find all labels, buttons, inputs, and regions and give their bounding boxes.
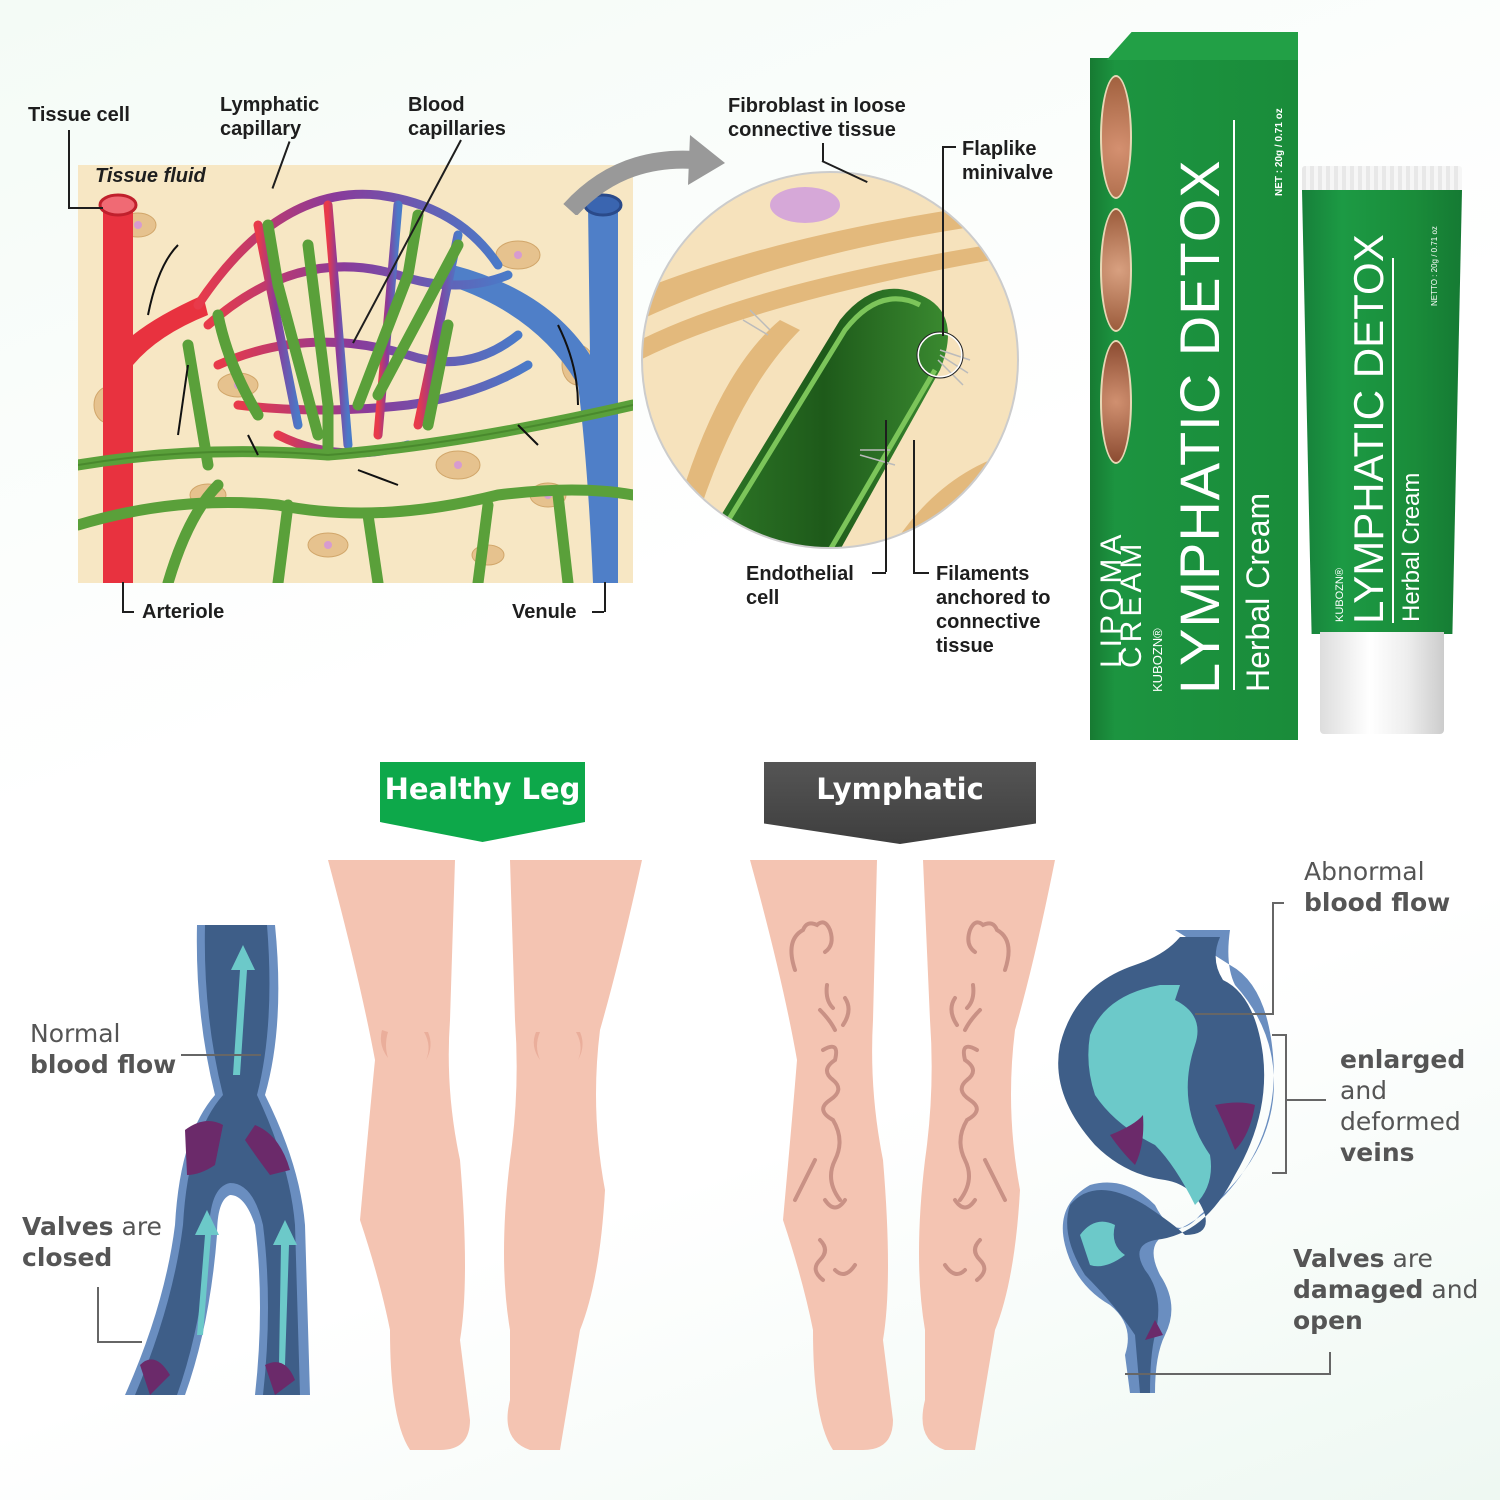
label-and-right: and: [1423, 1275, 1479, 1304]
label-filaments-1: Filaments: [936, 563, 1030, 585]
label-endothelial-2: cell: [746, 587, 780, 609]
label-fibroblast-2: connective tissue: [728, 119, 896, 141]
venule-leader-h: [592, 611, 604, 613]
label-valves-closed-2: closed: [22, 1243, 113, 1272]
label-blood-capillaries-2: capillaries: [408, 118, 506, 140]
tube-crimp: [1302, 166, 1462, 192]
tube-subtitle: Herbal Cream: [1398, 472, 1425, 622]
label-veins: veins: [1340, 1138, 1415, 1167]
normal-vein-illustration: [125, 925, 310, 1395]
lipoma-photo-3: [1100, 340, 1132, 464]
enlarged-bracket-top: [1272, 1034, 1286, 1036]
label-filaments-3: connective: [936, 611, 1041, 633]
label-are: are: [113, 1212, 162, 1241]
abnormal-leader-v: [1272, 902, 1274, 1014]
tissue-cell-leader: [68, 130, 70, 208]
flaplike-leader-h: [942, 146, 956, 148]
label-tissue-cell: Tissue cell: [28, 104, 130, 126]
lymphatic-banner: Lymphatic: [764, 762, 1036, 844]
label-valves-damaged-1: Valves are: [1293, 1243, 1433, 1274]
label-filaments-2: anchored to: [936, 587, 1051, 609]
filaments-leader-h: [913, 572, 929, 574]
product-box-top: [1106, 32, 1298, 60]
label-valves-closed-1: Valves are: [22, 1211, 162, 1242]
magnify-arrow-icon: [563, 135, 725, 215]
filaments-leader: [913, 440, 915, 573]
arteriole-leader: [122, 582, 124, 612]
tissue-cell-leader-h: [68, 207, 103, 209]
tube-net-weight: NETTO : 20g / 0.71 oz: [1430, 226, 1439, 306]
abnormal-leader-h: [1195, 1013, 1274, 1015]
box-brand: KUBOZN®: [1150, 628, 1165, 692]
enlarged-bracket-v: [1285, 1034, 1287, 1174]
label-flaplike-2: minivalve: [962, 162, 1054, 184]
arteriole-leader-h: [122, 611, 134, 613]
label-are-right: are: [1384, 1244, 1433, 1273]
healthy-leg-banner: Healthy Leg: [380, 762, 585, 842]
label-filaments-4: tissue: [936, 635, 994, 657]
box-net-weight: NET : 20g / 0.71 oz: [1274, 108, 1285, 196]
label-endothelial-1: Endothelial: [746, 563, 854, 585]
magnified-circle-illustration: [641, 171, 1019, 549]
label-valves-bold-right: Valves: [1293, 1244, 1385, 1273]
damaged-leader-h: [1125, 1373, 1331, 1375]
box-divider-line: [1233, 120, 1235, 690]
tube-product-name: LYMPHATIC DETOX: [1345, 234, 1392, 624]
box-side-text-cream: CREAM: [1115, 539, 1148, 668]
label-fibroblast-1: Fibroblast in loose: [728, 95, 906, 117]
label-blood-capillaries-1: Blood: [408, 94, 465, 116]
label-normal: Normal: [30, 1019, 121, 1048]
lymphatic-banner-text: Lymphatic: [816, 772, 984, 806]
enlarged-bracket-tick: [1286, 1099, 1326, 1101]
label-blood-flow-abnormal: blood flow: [1304, 888, 1451, 917]
label-lymphatic-capillary-2: capillary: [220, 118, 302, 140]
capillary-network-illustration: [78, 165, 633, 583]
valves-closed-leader-h: [97, 1341, 142, 1343]
healthy-legs-illustration: [328, 860, 642, 1450]
label-arteriole: Arteriole: [142, 601, 225, 623]
enlarged-bracket-bottom: [1272, 1172, 1286, 1174]
label-valves-damaged-2: damaged and: [1293, 1274, 1478, 1305]
box-product-name: LYMPHATIC DETOX: [1168, 159, 1231, 694]
label-tissue-fluid: Tissue fluid: [95, 165, 206, 187]
fibroblast-leader: [822, 143, 824, 161]
damaged-leader-v: [1329, 1352, 1331, 1374]
abnormal-vein-illustration: [1058, 930, 1274, 1393]
label-venule: Venule: [512, 601, 577, 623]
lymphatic-legs-illustration: [750, 860, 1055, 1450]
label-lymphatic-capillary-1: Lymphatic: [220, 94, 320, 116]
flaplike-leader: [942, 146, 944, 336]
label-and: and: [1340, 1076, 1388, 1105]
tube-divider-line: [1392, 258, 1394, 623]
normal-flow-leader: [181, 1054, 261, 1056]
label-blood-flow-normal: blood flow: [30, 1050, 177, 1079]
lipoma-photo-2: [1100, 208, 1132, 332]
endothelial-leader-h: [872, 572, 886, 574]
abnormal-leader-top: [1272, 902, 1284, 904]
lipoma-photo-1: [1100, 75, 1132, 199]
label-abnormal: Abnormal: [1304, 857, 1425, 886]
label-open: open: [1293, 1306, 1363, 1335]
label-flaplike-1: Flaplike: [962, 138, 1037, 160]
tube-body: [1302, 190, 1462, 634]
valves-closed-leader-v: [97, 1287, 99, 1342]
label-damaged-bold: damaged: [1293, 1275, 1424, 1304]
tube-cap: [1320, 632, 1444, 734]
healthy-leg-banner-text: Healthy Leg: [384, 772, 581, 806]
box-subtitle: Herbal Cream: [1240, 492, 1276, 692]
label-enlarged: enlarged: [1340, 1045, 1466, 1074]
label-valves-bold: Valves: [22, 1212, 114, 1241]
label-deformed: deformed: [1340, 1107, 1461, 1136]
endothelial-leader: [885, 420, 887, 572]
venule-leader: [604, 582, 606, 612]
